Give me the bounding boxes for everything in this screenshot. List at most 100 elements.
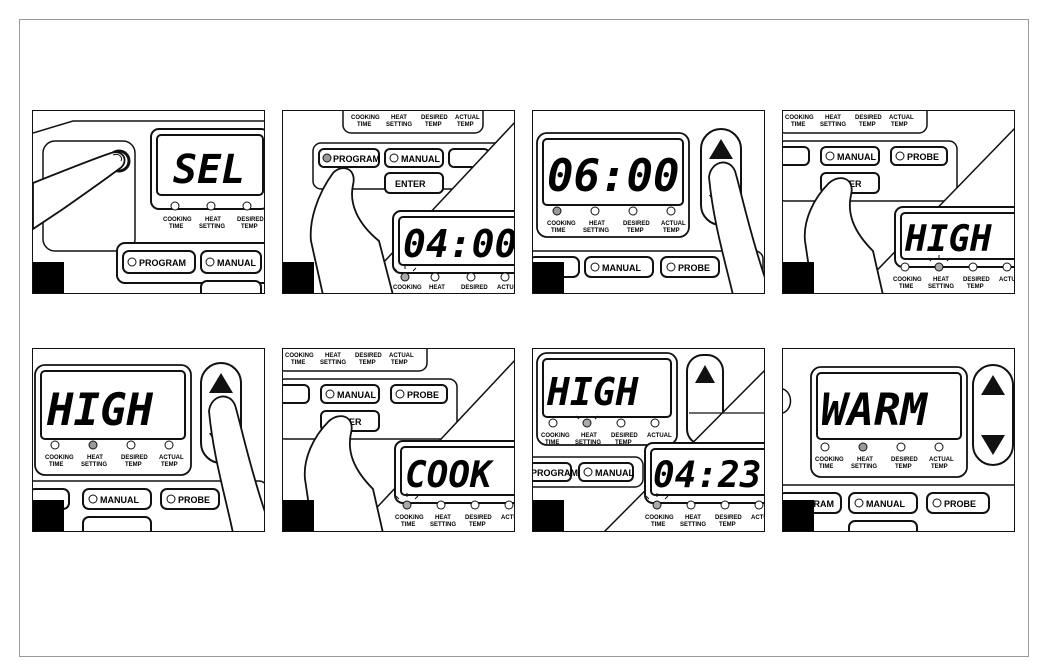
indicator-label: COOKING bbox=[393, 285, 422, 291]
indicator-label: DESIRED bbox=[461, 285, 488, 291]
indicator-label: COOKING bbox=[785, 115, 814, 121]
indicator-label: ACTUAL bbox=[389, 353, 414, 359]
indicator-label: DESIRED bbox=[623, 221, 650, 227]
indicator-label: SETTING bbox=[81, 462, 107, 468]
indicator-label: HEAT bbox=[435, 515, 451, 521]
indicator-label: HEAT bbox=[933, 277, 949, 283]
indicator-label: DESIRED bbox=[963, 277, 990, 283]
enter-button[interactable] bbox=[384, 172, 444, 194]
step-badge bbox=[283, 500, 314, 531]
indicator-label: TIME bbox=[651, 522, 665, 528]
lcd-text: HIGH bbox=[904, 219, 992, 260]
lcd-display bbox=[400, 446, 514, 496]
lcd-display bbox=[816, 372, 962, 440]
step-panel-5: HIGH COOKING TIME HEAT SETTING DESIRED T… bbox=[32, 348, 265, 532]
manual-label: MANUAL bbox=[401, 154, 440, 164]
probe-button[interactable] bbox=[390, 384, 448, 404]
step-badge bbox=[783, 262, 814, 293]
up-arrow-icon[interactable] bbox=[695, 365, 715, 383]
indicator-label: DESIRED bbox=[465, 515, 492, 521]
lcd-display bbox=[40, 370, 186, 440]
indicator-label: COOKING bbox=[395, 515, 424, 521]
probe-button[interactable] bbox=[160, 488, 220, 510]
probe-button[interactable] bbox=[660, 256, 720, 278]
lcd-text: 06:00 bbox=[547, 151, 679, 202]
probe-button[interactable] bbox=[890, 146, 948, 166]
control-panel-illustration: COOKING TIME HEAT SETTING DESIRED TEMP A… bbox=[283, 349, 514, 531]
manual-button[interactable] bbox=[578, 462, 634, 482]
indicator-label: TEMP bbox=[469, 522, 486, 528]
indicator-label: ACTUAL bbox=[999, 277, 1015, 283]
lcd-display bbox=[542, 138, 684, 206]
indicator-label: TIME bbox=[791, 122, 805, 128]
down-arrow-icon[interactable] bbox=[981, 435, 1005, 455]
indicator-label: TEMP bbox=[241, 224, 258, 230]
indicator-label: ACTUAL bbox=[455, 115, 480, 121]
indicator-label: SETTING bbox=[928, 284, 954, 290]
indicator-label: TEMP bbox=[125, 462, 142, 468]
indicator-label: SETTING bbox=[575, 440, 601, 446]
indicator-label: TEMP bbox=[891, 122, 908, 128]
indicator-label: SETTING bbox=[820, 122, 846, 128]
step-panel-4: COOKING TIME HEAT SETTING DESIRED TEMP A… bbox=[782, 110, 1015, 294]
manual-label: MANUAL bbox=[217, 258, 256, 268]
indicator-label: DESIRED bbox=[891, 457, 918, 463]
step-badge bbox=[533, 262, 564, 293]
indicator-label: TEMP bbox=[719, 522, 736, 528]
indicator-label: TEMP bbox=[391, 360, 408, 366]
indicator-label: HEAT bbox=[429, 285, 445, 291]
program-label: PROGRAM bbox=[533, 468, 578, 478]
control-panel-illustration: COOKING TIME HEAT SETTING DESIRED TEMP A… bbox=[309, 111, 515, 293]
program-button[interactable] bbox=[318, 148, 380, 168]
indicator-label: TEMP bbox=[359, 360, 376, 366]
indicator-label: SETTING bbox=[851, 464, 877, 470]
manual-button[interactable] bbox=[384, 148, 444, 168]
indicator-label: HEAT bbox=[685, 515, 701, 521]
indicator-label: TIME bbox=[291, 360, 305, 366]
manual-button[interactable] bbox=[320, 384, 380, 404]
step-panel-7: HIGH COOKING TIME HEAT SETTING DESIRED T… bbox=[532, 348, 765, 532]
indicator-label: ACTUAL bbox=[751, 515, 765, 521]
manual-button[interactable] bbox=[82, 488, 152, 510]
probe-button[interactable] bbox=[926, 492, 990, 514]
indicator-label: COOKING bbox=[351, 115, 380, 121]
probe-label: PROBE bbox=[178, 495, 210, 505]
manual-label: MANUAL bbox=[602, 263, 641, 273]
indicator-label: HEAT bbox=[87, 455, 103, 461]
step-panel-6: COOKING TIME HEAT SETTING DESIRED TEMP A… bbox=[282, 348, 515, 532]
finger bbox=[309, 167, 394, 293]
indicator-label: COOKING bbox=[285, 353, 314, 359]
program-button[interactable] bbox=[122, 250, 196, 274]
manual-label: MANUAL bbox=[337, 390, 376, 400]
indicator-label: TIME bbox=[899, 284, 913, 290]
indicator-label: DESIRED bbox=[855, 115, 882, 121]
step-panel-2: COOKING TIME HEAT SETTING DESIRED TEMP A… bbox=[282, 110, 515, 294]
indicator-label: DESIRED bbox=[421, 115, 448, 121]
indicator-label: DESIRED bbox=[715, 515, 742, 521]
indicator-label: ACTUAL bbox=[661, 221, 686, 227]
up-arrow-icon[interactable] bbox=[981, 375, 1005, 395]
indicator-label: TIME bbox=[169, 224, 183, 230]
indicator-label: COOKING bbox=[541, 433, 570, 439]
manual-button[interactable] bbox=[848, 492, 918, 514]
step-panel-3: 06:00 COOKING TIME HEAT SETTING DESIRED … bbox=[532, 110, 765, 294]
indicator-label: HEAT bbox=[589, 221, 605, 227]
control-panel-illustration: WARM COOKING TIME HEAT SETTING DESIRED T… bbox=[783, 364, 1014, 531]
manual-button[interactable] bbox=[200, 250, 262, 274]
manual-button[interactable] bbox=[584, 256, 654, 278]
indicator-label: ACTUAL bbox=[929, 457, 954, 463]
indicator-label: TEMP bbox=[859, 122, 876, 128]
arrow-rocker[interactable] bbox=[972, 364, 1014, 466]
manual-button[interactable] bbox=[820, 146, 880, 166]
control-panel-illustration: 06:00 COOKING TIME HEAT SETTING DESIRED … bbox=[533, 128, 764, 293]
indicator-label: HEAT bbox=[325, 353, 341, 359]
control-panel-illustration: SEL COOKING TIME HEAT SETTING DESIRED TE… bbox=[33, 120, 264, 293]
lcd-text: 04:00 bbox=[403, 222, 515, 266]
up-arrow-icon[interactable] bbox=[209, 373, 233, 393]
indicator-label: SETTING bbox=[680, 522, 706, 528]
enter-label: ENTER bbox=[395, 179, 426, 189]
indicator-label: TEMP bbox=[967, 284, 984, 290]
up-arrow-icon[interactable] bbox=[709, 139, 733, 159]
indicator-label: TEMP bbox=[615, 440, 632, 446]
indicator-label: COOKING bbox=[45, 455, 74, 461]
